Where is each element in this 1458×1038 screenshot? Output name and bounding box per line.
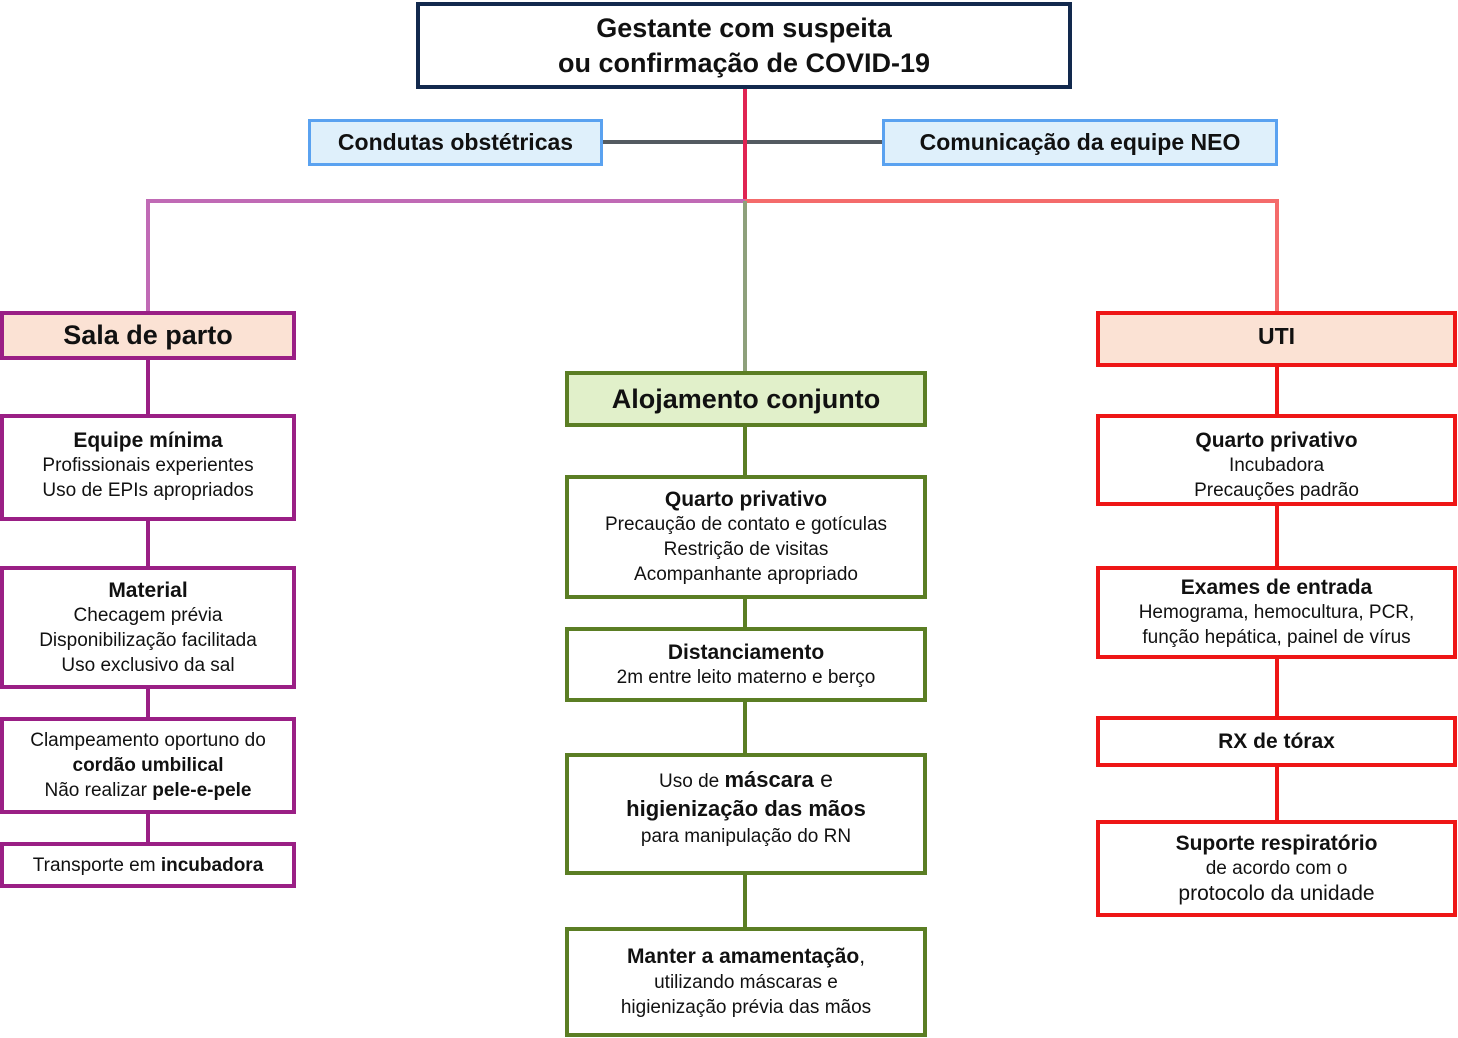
uti-suporte-line: de acordo com o	[1205, 858, 1348, 879]
uti-suporte-title: Suporte respiratório	[1175, 832, 1378, 855]
aloj-amamentacao-line: higienização prévia das mãos	[620, 997, 872, 1018]
uti-exames-line: função hepática, painel de vírus	[1142, 627, 1411, 648]
aloj-amamentacao-bold: Manter a amamentação	[626, 945, 860, 968]
branch-sala	[146, 199, 745, 311]
sala-equipe-minima-node: Equipe mínima Profissionais experientes …	[0, 414, 296, 521]
uti-rx-node: RX de tórax	[1096, 716, 1457, 767]
root-line-2: ou confirmação de COVID-19	[557, 47, 931, 78]
aloj-distanciamento-line: 2m entre leito materno e berço	[616, 666, 876, 688]
aloj-amamentacao-node: Manter a amamentação, utilizando máscara…	[565, 927, 927, 1037]
sala-equipe-title: Equipe mínima	[73, 429, 223, 452]
alojamento-conjunto-label: Alojamento conjunto	[611, 383, 881, 414]
sala-equipe-line: Profissionais experientes	[42, 455, 254, 476]
uti-quarto-line: Precauções padrão	[1194, 480, 1359, 501]
uti-header: UTI	[1096, 311, 1457, 367]
uti-suporte-node: Suporte respiratório de acordo com o pro…	[1096, 820, 1457, 917]
aloj-higienizacao-bold: higienização das mãos	[626, 796, 866, 821]
sala-pele-a-pele: pele-e-pele	[152, 780, 252, 801]
aloj-distanciamento-title: Distanciamento	[667, 640, 825, 664]
aloj-quarto-title: Quarto privativo	[664, 488, 828, 511]
sala-de-parto-header: Sala de parto	[0, 311, 296, 360]
uti-suporte-line: protocolo da unidade	[1178, 882, 1375, 905]
root-line-1: Gestante com suspeita	[596, 12, 892, 43]
sala-material-line: Checagem prévia	[73, 604, 223, 626]
uti-label: UTI	[1257, 323, 1296, 349]
sala-clampeamento-node: Clampeamento oportuno do cordão umbilica…	[0, 717, 296, 814]
aloj-mascara-line: para manipulação do RN	[640, 826, 852, 847]
sala-material-line: Disponibilização facilitada	[39, 629, 257, 651]
branch-uti	[745, 199, 1279, 311]
sala-clampeamento-prefix: Não realizar	[44, 780, 153, 801]
condutas-obstetricas-label: Condutas obstétricas	[337, 129, 574, 155]
aloj-quarto-privativo-node: Quarto privativo Precaução de contato e …	[565, 475, 927, 599]
aloj-mascara-node: Uso de máscara e higienização das mãos p…	[565, 753, 927, 875]
aloj-mascara-prefix: Uso de	[659, 771, 725, 792]
uti-exames-node: Exames de entrada Hemograma, hemocultura…	[1096, 566, 1457, 659]
alojamento-conjunto-header: Alojamento conjunto	[565, 371, 927, 427]
uti-quarto-title: Quarto privativo	[1195, 429, 1358, 452]
aloj-amamentacao-line: utilizando máscaras e	[654, 972, 838, 993]
aloj-quarto-line: Restrição de visitas	[663, 539, 829, 560]
sala-material-node: Material Checagem prévia Disponibilizaçã…	[0, 566, 296, 689]
sala-clampeamento-bold: cordão umbilical	[72, 755, 224, 776]
aloj-quarto-line: Precaução de contato e gotículas	[604, 514, 888, 535]
comunicacao-neo-label: Comunicação da equipe NEO	[919, 129, 1241, 155]
uti-quarto-privativo-node: Quarto privativo Incubadora Precauções p…	[1096, 414, 1457, 506]
sala-material-title: Material	[108, 578, 188, 602]
uti-quarto-line: Incubadora	[1228, 455, 1325, 476]
aloj-mascara-bold: máscara	[724, 767, 814, 792]
aloj-mascara-conj: e	[813, 766, 833, 792]
sala-transporte-prefix: Transporte em	[32, 854, 161, 876]
uti-exames-line: Hemograma, hemocultura, PCR,	[1138, 602, 1415, 623]
sala-clampeamento-line: Clampeamento oportuno do	[30, 730, 266, 751]
sala-transporte-bold: incubadora	[160, 854, 264, 876]
condutas-obstetricas-node: Condutas obstétricas	[308, 119, 603, 166]
comunicacao-neo-node: Comunicação da equipe NEO	[882, 119, 1278, 166]
aloj-quarto-line: Acompanhante apropriado	[634, 564, 858, 585]
sala-de-parto-label: Sala de parto	[63, 320, 233, 350]
sala-transporte-node: Transporte em incubadora	[0, 842, 296, 888]
root-node: Gestante com suspeita ou confirmação de …	[416, 2, 1072, 89]
uti-exames-title: Exames de entrada	[1180, 576, 1373, 599]
aloj-amamentacao-comma: ,	[859, 945, 866, 968]
uti-rx-title: RX de tórax	[1218, 730, 1335, 753]
sala-material-line: Uso exclusivo da sal	[61, 654, 235, 676]
sala-equipe-line: Uso de EPIs apropriados	[42, 480, 254, 501]
aloj-distanciamento-node: Distanciamento 2m entre leito materno e …	[565, 627, 927, 702]
